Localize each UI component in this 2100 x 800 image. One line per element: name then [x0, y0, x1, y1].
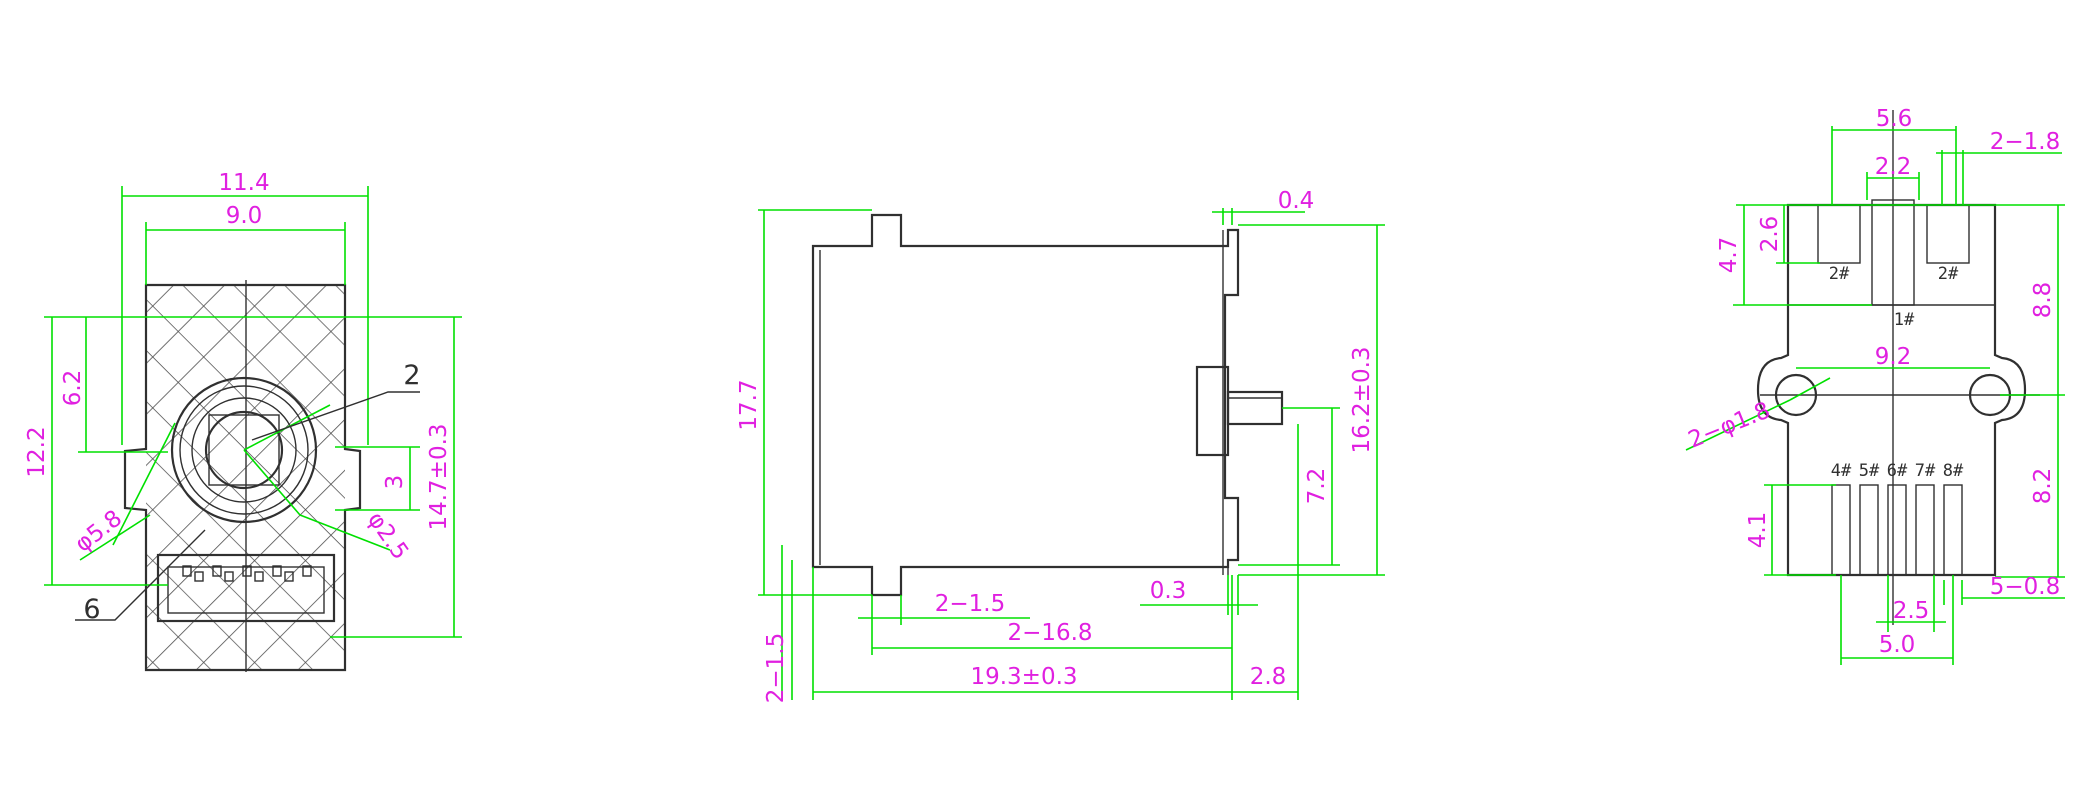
dim-5-0: 5.0 [1879, 632, 1916, 658]
dim-3: 3 [382, 475, 408, 490]
front-view: 11.4 9.0 12.2 6.2 3 14.7±0.3 φ5.8 φ2.5 2… [24, 170, 462, 672]
dim-2-16-8: 2−16.8 [1007, 620, 1092, 646]
dim-2-1-5-left: 2−1.5 [763, 633, 789, 703]
dim-dia-2-5: φ2.5 [362, 507, 413, 564]
side-body-outline [811, 213, 1284, 597]
dim-2-6: 2.6 [1757, 216, 1783, 253]
pin-5-label: 5# [1859, 461, 1880, 481]
dim-6-2: 6.2 [60, 370, 86, 407]
dim-7-2: 7.2 [1304, 468, 1330, 505]
side-dimensions [758, 208, 1385, 700]
pin-7-label: 7# [1915, 461, 1936, 481]
dim-12-2: 12.2 [24, 426, 50, 477]
dim-2-1-5-top: 2−1.5 [935, 591, 1005, 617]
callout-2: 2 [403, 360, 420, 391]
dim-4-1: 4.1 [1745, 512, 1771, 549]
dim-2-phi-1-8: 2−φ1.8 [1685, 397, 1774, 453]
pin-4-label: 4# [1831, 461, 1852, 481]
dim-19-3: 19.3±0.3 [970, 664, 1077, 690]
connector-header [156, 553, 336, 623]
pin-1-label: 1# [1894, 310, 1915, 330]
footprint-view: 5.6 2−1.8 2.2 4.7 2.6 8.8 9.2 2−φ1.8 8.2… [1685, 106, 2065, 665]
dim-2-1-8: 2−1.8 [1990, 129, 2060, 155]
callout-6: 6 [83, 594, 100, 625]
front-dimensions [44, 186, 462, 638]
footprint-pads [1817, 199, 1970, 576]
dim-2-5: 2.5 [1893, 598, 1930, 624]
dim-5-6: 5.6 [1876, 106, 1913, 132]
dim-dia-5-8: φ5.8 [70, 505, 127, 557]
footprint-dimensions [1685, 126, 2065, 665]
dim-2-8: 2.8 [1250, 664, 1287, 690]
front-body-outline [123, 280, 362, 672]
pin-2a-label: 2# [1829, 264, 1850, 284]
pin-8-label: 8# [1943, 461, 1964, 481]
front-leaders [75, 391, 420, 621]
dim-0-3: 0.3 [1150, 578, 1187, 604]
dim-2-2: 2.2 [1875, 154, 1912, 180]
dim-14-7: 14.7±0.3 [426, 423, 452, 530]
dim-5-0-8: 5−0.8 [1990, 574, 2060, 600]
rotor-shaft [170, 376, 318, 524]
dim-8-8: 8.8 [2030, 282, 2056, 319]
dim-8-2: 8.2 [2030, 468, 2056, 505]
dim-17-7: 17.7 [736, 379, 762, 430]
pin-6-label: 6# [1887, 461, 1908, 481]
dim-4-7: 4.7 [1716, 237, 1742, 274]
dim-0-4: 0.4 [1278, 188, 1315, 214]
dim-11-4: 11.4 [218, 170, 269, 196]
dim-9-2: 9.2 [1875, 344, 1912, 370]
side-view: 0.4 17.7 16.2±0.3 7.2 2−1.5 0.3 2−16.8 1… [736, 188, 1385, 703]
dim-9-0: 9.0 [226, 203, 263, 229]
dim-16-2: 16.2±0.3 [1349, 346, 1375, 453]
pin-2b-label: 2# [1938, 264, 1959, 284]
